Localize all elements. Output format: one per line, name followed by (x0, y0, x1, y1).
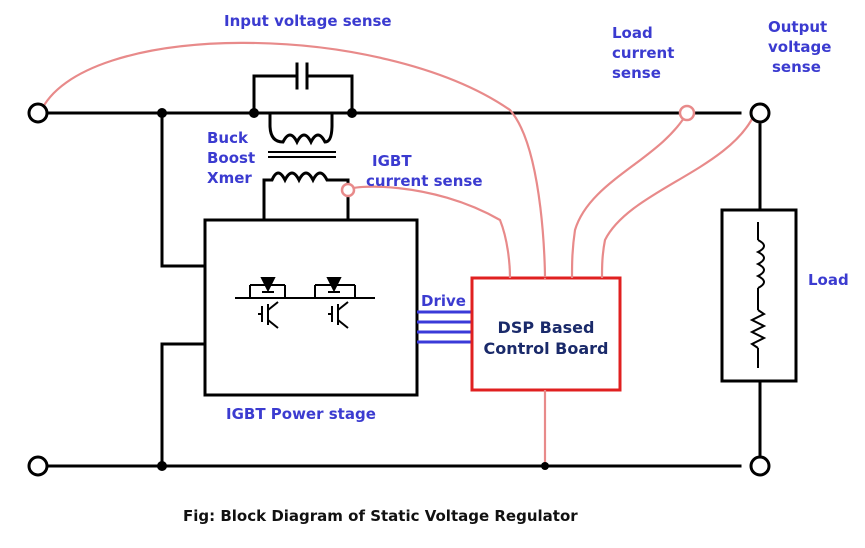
load-current-sense-label-1: Load (612, 24, 653, 42)
junction-node (541, 462, 549, 470)
load-current-sensor (678, 104, 696, 122)
load-current-sense-label-2: current (612, 44, 674, 62)
bypass-capacitor (252, 62, 354, 115)
sense-wires (38, 41, 757, 466)
dsp-board-label-2: Control Board (483, 339, 608, 358)
igbt-current-sense-label-1: IGBT (372, 152, 412, 170)
terminals (27, 102, 771, 477)
output-voltage-sense-label-3: sense (772, 58, 821, 76)
buck-boost-transformer (262, 111, 350, 222)
igbt-power-stage-label: IGBT Power stage (226, 405, 376, 423)
input-terminal-top (27, 102, 49, 124)
dsp-control-board-box (470, 276, 622, 392)
junction-node (347, 108, 357, 118)
output-terminal-bottom (749, 455, 771, 477)
dsp-board-label-1: DSP Based (498, 318, 595, 337)
input-terminal-bottom (27, 455, 49, 477)
igbt-current-sensor (340, 182, 356, 198)
buck-boost-label-3: Xmer (207, 169, 252, 187)
drive-bus (417, 310, 472, 344)
load-label: Load (808, 271, 849, 289)
output-voltage-sense-label-1: Output (768, 18, 827, 36)
igbt-power-stage-box (203, 218, 419, 397)
buck-boost-label-1: Buck (207, 129, 249, 147)
drive-label: Drive (421, 292, 466, 310)
junction-node (157, 108, 167, 118)
buck-boost-label-2: Boost (207, 149, 255, 167)
igbt-current-sense-label-2: current sense (366, 172, 483, 190)
igbt-symbol (235, 277, 375, 329)
output-terminal-top (749, 102, 771, 124)
figure-caption: Fig: Block Diagram of Static Voltage Reg… (183, 507, 578, 525)
input-voltage-sense-label: Input voltage sense (224, 12, 392, 30)
load-current-sense-label-3: sense (612, 64, 661, 82)
junction-node (157, 461, 167, 471)
load-symbol (749, 222, 767, 368)
output-voltage-sense-label-2: voltage (768, 38, 831, 56)
junction-node (249, 108, 259, 118)
